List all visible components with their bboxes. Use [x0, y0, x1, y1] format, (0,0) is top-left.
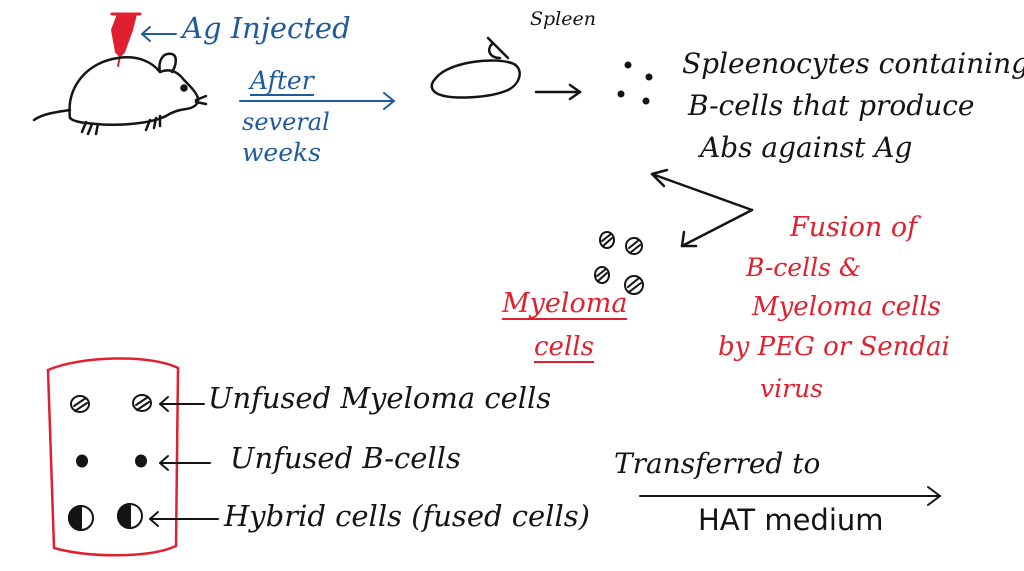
fusion-arrows-icon — [650, 168, 754, 248]
weeks-label: weeks — [242, 138, 321, 167]
several-label: several — [242, 108, 330, 136]
spleenocytes-line1: Spleenocytes containing — [682, 47, 1024, 80]
spleenocytes-line2: B-cells that produce — [688, 89, 975, 122]
mouse-icon — [32, 52, 208, 136]
hat-medium-label: HAT medium — [698, 503, 884, 537]
splenocyte-dots-icon — [617, 61, 653, 105]
ag-injected-label: Ag Injected — [182, 11, 351, 45]
after-arrow-icon — [239, 92, 395, 110]
myeloma-label-line2: cells — [534, 332, 594, 363]
transfer-arrow-icon — [639, 486, 941, 506]
fusion-line3: Myeloma cells — [752, 292, 942, 322]
fusion-line1: Fusion of — [790, 212, 918, 243]
fusion-line5: virus — [760, 374, 824, 403]
hybrid-cell-icon — [68, 503, 143, 531]
b-cell-icon — [76, 454, 147, 468]
spleen-icon — [430, 36, 521, 99]
hybrid-cells-label: Hybrid cells (fused cells) — [224, 499, 590, 533]
syringe-icon — [110, 12, 142, 67]
fusion-line4: by PEG or Sendai — [718, 332, 950, 362]
myeloma-cell-cluster-icon — [594, 231, 644, 295]
spleen-arrow-icon — [534, 83, 582, 101]
after-label: After — [250, 66, 314, 96]
myeloma-cell-icon — [70, 394, 152, 413]
spleen-label: Spleen — [530, 8, 596, 30]
unfused-bcells-label: Unfused B-cells — [230, 441, 461, 475]
syringe-arrow-icon — [141, 26, 177, 42]
pointer-arrows-icon — [149, 396, 219, 527]
fusion-line2: B-cells & — [746, 253, 862, 282]
myeloma-label-line1: Myeloma — [502, 288, 628, 320]
spleenocytes-line3: Abs against Ag — [700, 131, 913, 164]
unfused-myeloma-label: Unfused Myeloma cells — [208, 381, 552, 415]
transferred-to-label: Transferred to — [614, 447, 821, 480]
culture-tube-icon — [46, 357, 180, 557]
